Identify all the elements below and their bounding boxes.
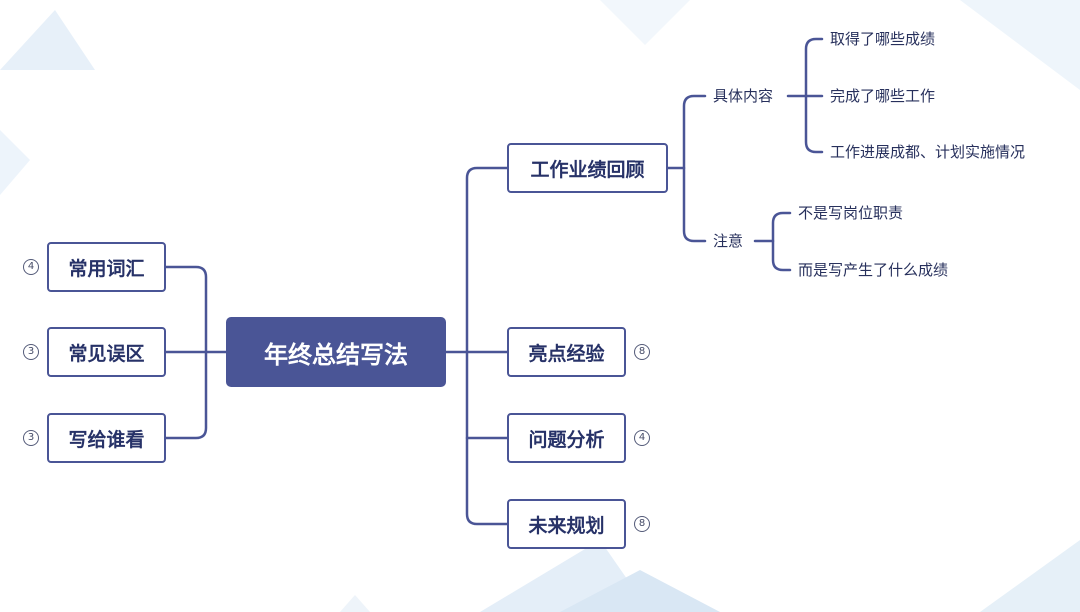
sub-branch-specific-content[interactable]: 具体内容 — [713, 87, 774, 105]
root-node[interactable]: 年终总结写法 — [226, 317, 446, 387]
leaf-item[interactable]: 工作进展成都、计划实施情况 — [830, 143, 1026, 161]
leaf-item[interactable]: 不是写岗位职责 — [798, 204, 904, 222]
collapsed-count-badge[interactable]: 4 — [634, 430, 650, 446]
collapsed-count-badge[interactable]: 3 — [23, 430, 39, 446]
sub-branch-notes[interactable]: 注意 — [713, 232, 744, 250]
leaf-item[interactable]: 完成了哪些工作 — [830, 87, 936, 105]
leaf-item[interactable]: 而是写产生了什么成绩 — [798, 261, 949, 279]
leaf-item[interactable]: 取得了哪些成绩 — [830, 30, 936, 48]
branch-node-performance-review[interactable]: 工作业绩回顾 — [507, 143, 668, 193]
collapsed-count-badge[interactable]: 3 — [23, 344, 39, 360]
collapsed-count-badge[interactable]: 4 — [23, 259, 39, 275]
branch-node-common-mistakes[interactable]: 常见误区 — [47, 327, 166, 377]
collapsed-count-badge[interactable]: 8 — [634, 344, 650, 360]
collapsed-count-badge[interactable]: 8 — [634, 516, 650, 532]
branch-node-common-vocabulary[interactable]: 常用词汇 — [47, 242, 166, 292]
branch-node-future-plan[interactable]: 未来规划 — [507, 499, 626, 549]
branch-node-problem-analysis[interactable]: 问题分析 — [507, 413, 626, 463]
branch-node-audience[interactable]: 写给谁看 — [47, 413, 166, 463]
branch-node-highlights[interactable]: 亮点经验 — [507, 327, 626, 377]
